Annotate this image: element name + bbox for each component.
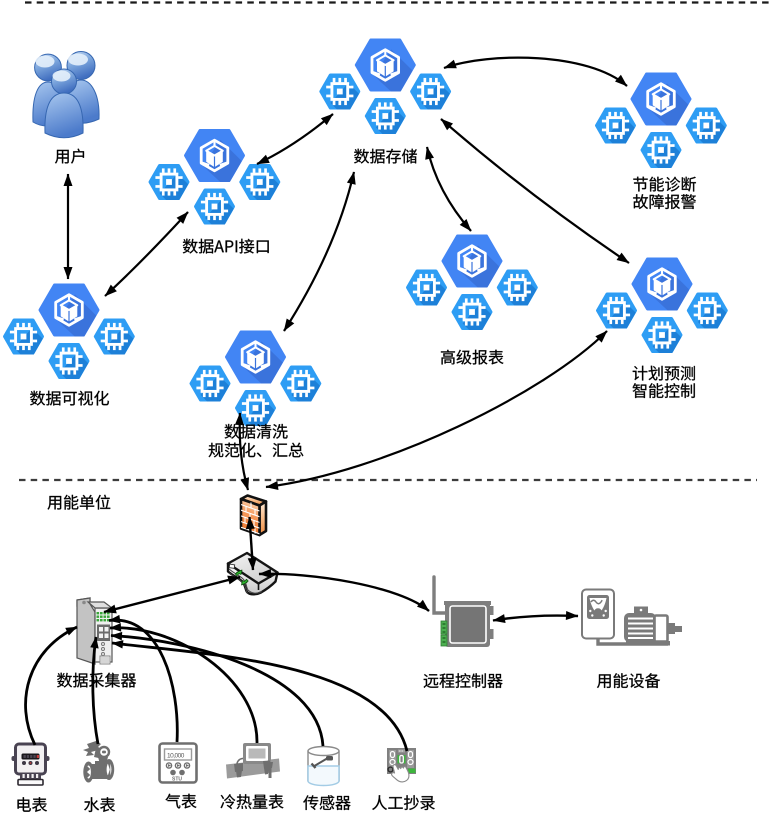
svg-text:10,000: 10,000 <box>167 753 185 760</box>
svg-text:STU: STU <box>172 777 182 783</box>
